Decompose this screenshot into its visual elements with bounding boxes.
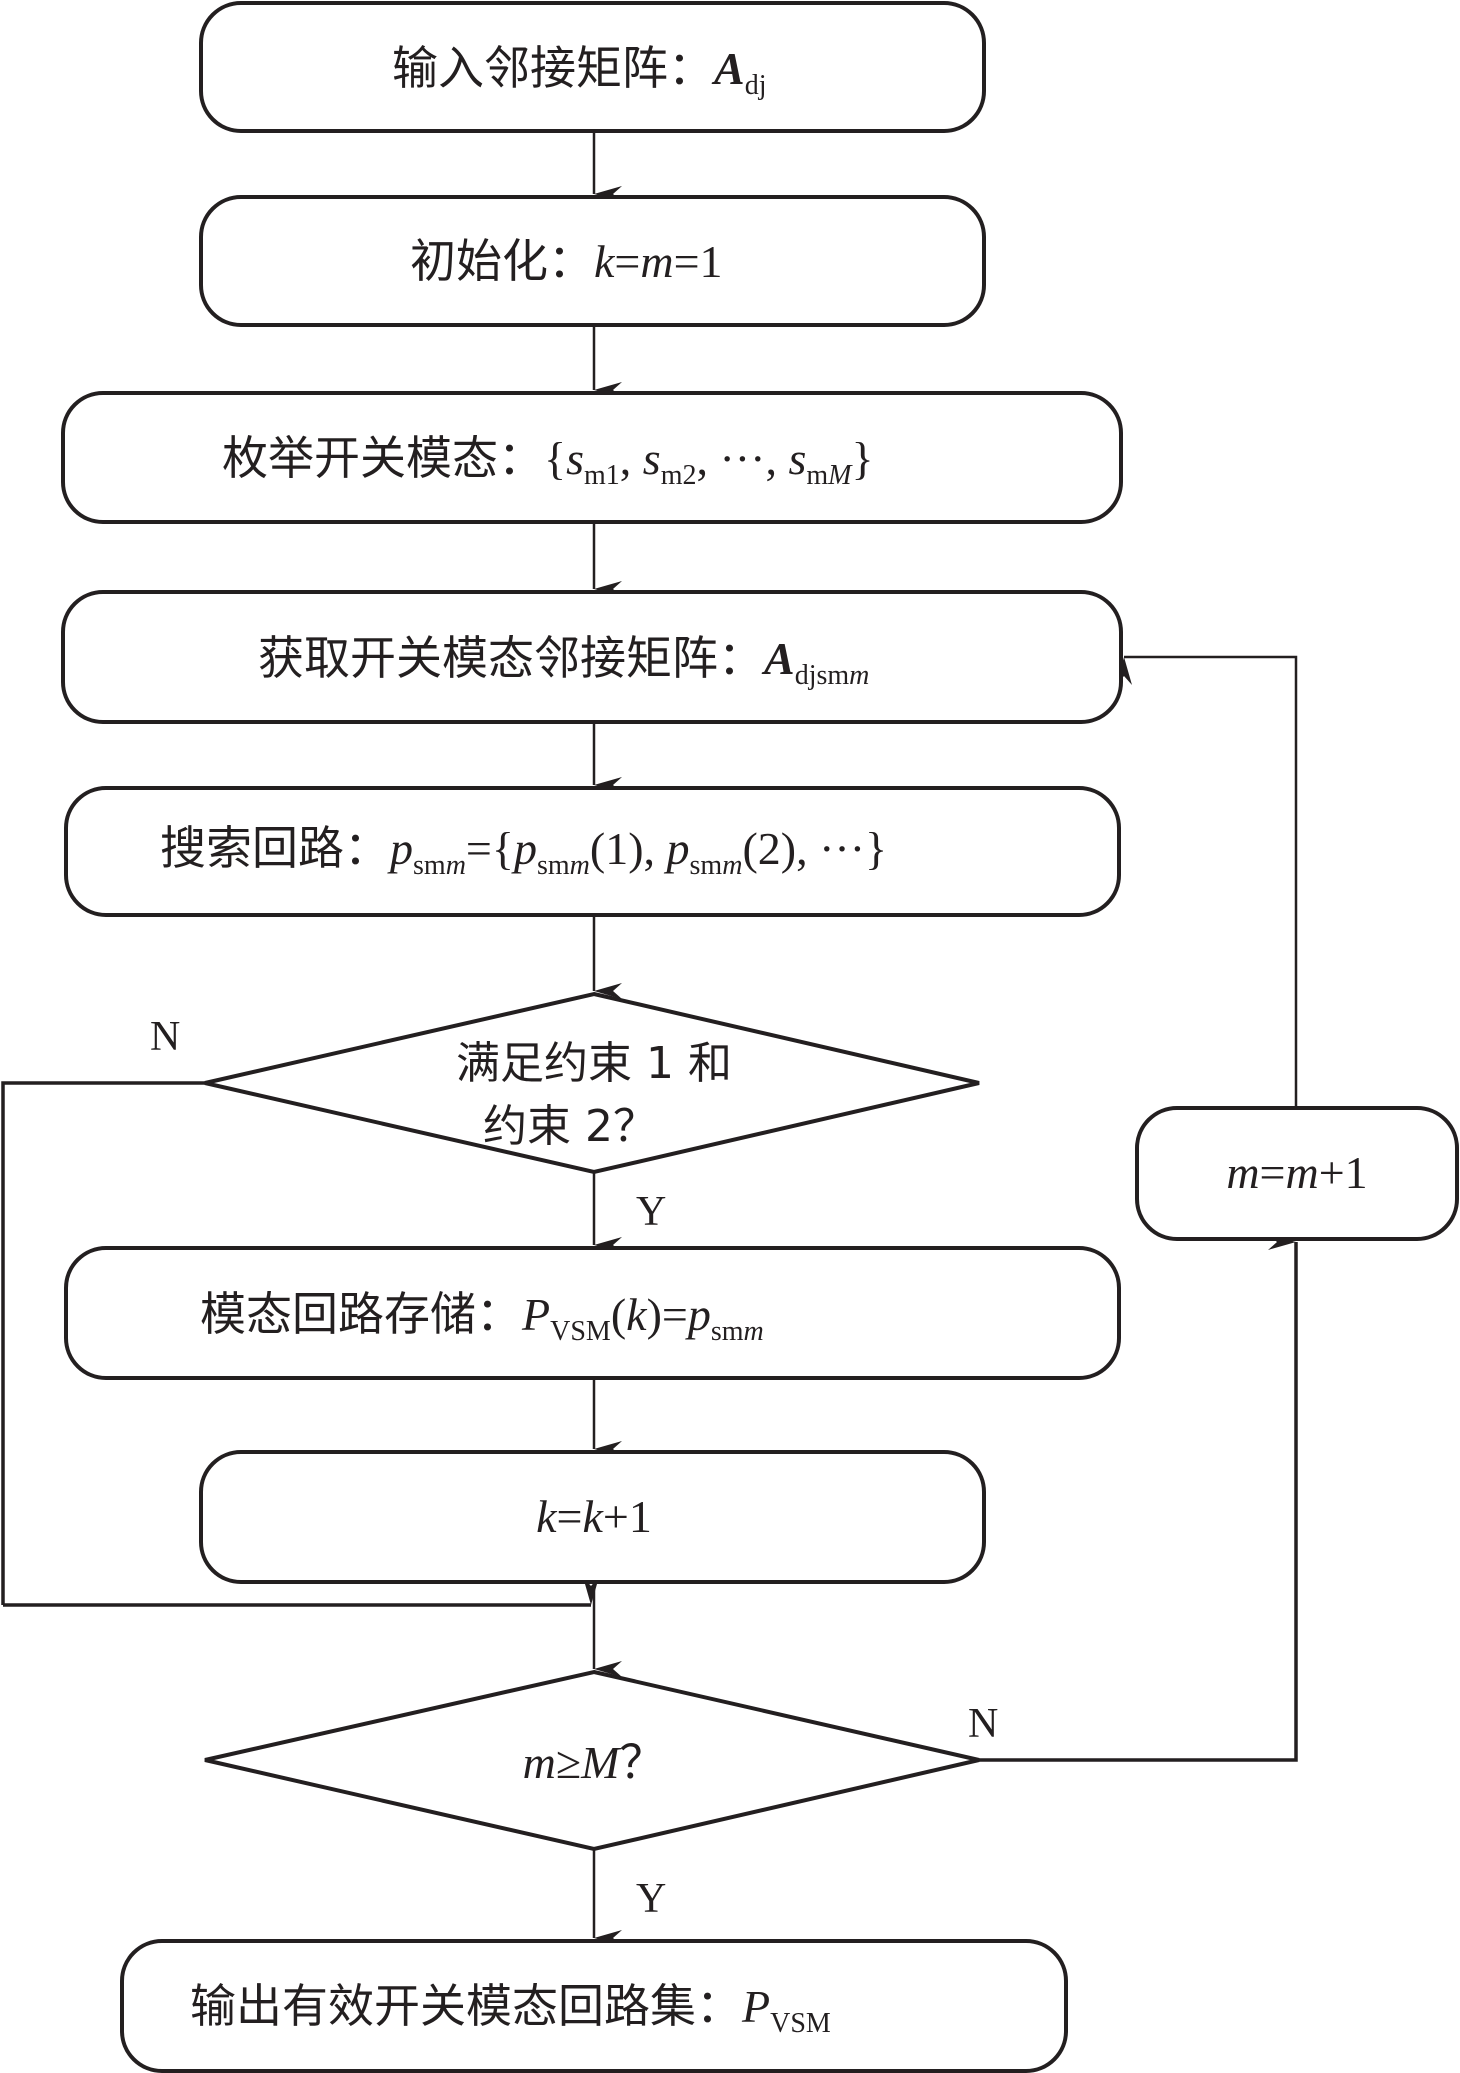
node-init-text: 初始化：k=m=1 — [410, 234, 723, 288]
node-inc-k — [199, 1450, 986, 1584]
edge-checkm-no — [979, 1234, 1298, 1762]
node-input-text: 输入邻接矩阵：Adj — [392, 41, 766, 101]
node-enumerate — [61, 391, 1123, 524]
label-m-yes: Y — [636, 1876, 666, 1922]
node-check-m — [204, 1669, 980, 1852]
label-constraints-no: N — [150, 1014, 180, 1060]
node-inc-m-text: m=m+1 — [1226, 1147, 1367, 1198]
node-search-text: 搜索回路：psmm={psmm(1), psmm(2), ···} — [160, 821, 887, 881]
node-inc-m — [1135, 1106, 1459, 1241]
node-enumerate-text: 枚举开关模态：{sm1, sm2, ···, smM} — [222, 431, 874, 491]
node-store-text: 模态回路存储：PVSM(k)=psmm — [200, 1287, 764, 1347]
node-get-matrix-text: 获取开关模态邻接矩阵：Adjsmm — [258, 631, 869, 691]
node-get-matrix — [61, 590, 1123, 724]
label-m-no: N — [968, 1701, 998, 1747]
node-output — [120, 1939, 1068, 2073]
label-constraints-yes: Y — [636, 1189, 666, 1235]
node-check-constraints-line2: 约束 2？ — [483, 1101, 657, 1152]
node-input — [199, 1, 986, 133]
node-inc-k-text: k=k+1 — [536, 1491, 652, 1542]
node-search — [64, 786, 1121, 917]
node-check-m-text: m≥M？ — [523, 1735, 666, 1789]
edge-incm-getmatrix — [1116, 655, 1298, 1108]
node-store — [64, 1246, 1121, 1380]
edge-check-no-bypass — [1, 1081, 205, 1605]
node-output-text: 输出有效开关模态回路集：PVSM — [190, 1979, 831, 2039]
node-check-constraints-line1: 满足约束 1 和 — [456, 1038, 732, 1089]
node-init — [199, 195, 986, 327]
node-check-constraints — [204, 991, 980, 1175]
